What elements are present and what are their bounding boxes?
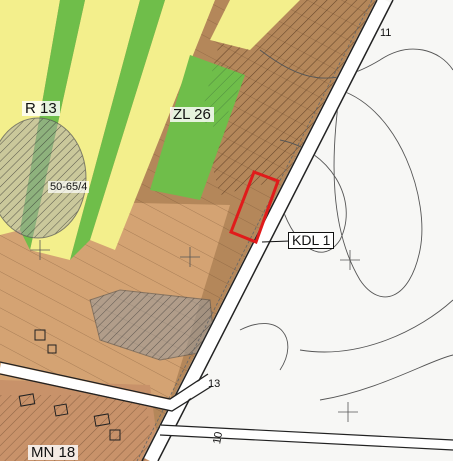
secondary-road-edge — [0, 373, 213, 412]
bottom-road-edge — [159, 424, 453, 441]
label-mn18: MN 18 — [28, 445, 79, 460]
bottom-road[interactable] — [159, 425, 453, 450]
zone-forest-2[interactable] — [70, 0, 165, 260]
kdl-leader-line — [261, 240, 291, 243]
bottom-road-edge — [159, 434, 453, 451]
zone-agricultural-4[interactable] — [210, 0, 300, 50]
label-kdl1: KDL 1 — [288, 232, 335, 249]
zone-protected-circle-hatch — [0, 117, 87, 239]
label-road-13: 13 — [208, 378, 221, 390]
zone-protected-polygon-hatch — [90, 290, 215, 360]
contour-line — [319, 354, 453, 401]
label-road-11: 11 — [380, 27, 392, 39]
main-road[interactable] — [142, 0, 393, 461]
contour-line — [333, 89, 423, 298]
highlight-parcel[interactable] — [229, 170, 280, 244]
label-contour-5065: 50-65/4 — [48, 181, 90, 193]
secondary-road[interactable] — [0, 363, 213, 411]
contour-line — [239, 323, 289, 371]
main-road-edge-buffer — [136, 0, 373, 461]
zone-agricultural-3[interactable] — [90, 0, 215, 250]
label-road-10: 10 — [211, 430, 226, 446]
contour-line — [259, 48, 453, 79]
label-zl26: ZL 26 — [170, 107, 214, 122]
secondary-road-edge — [0, 361, 209, 400]
zone-mn18-hatch — [0, 395, 155, 461]
label-r13: R 13 — [22, 101, 60, 116]
crosshair-marker — [30, 240, 360, 422]
buildings — [18, 329, 121, 441]
contour-line — [299, 299, 453, 353]
zone-unbuilt[interactable] — [150, 0, 453, 461]
